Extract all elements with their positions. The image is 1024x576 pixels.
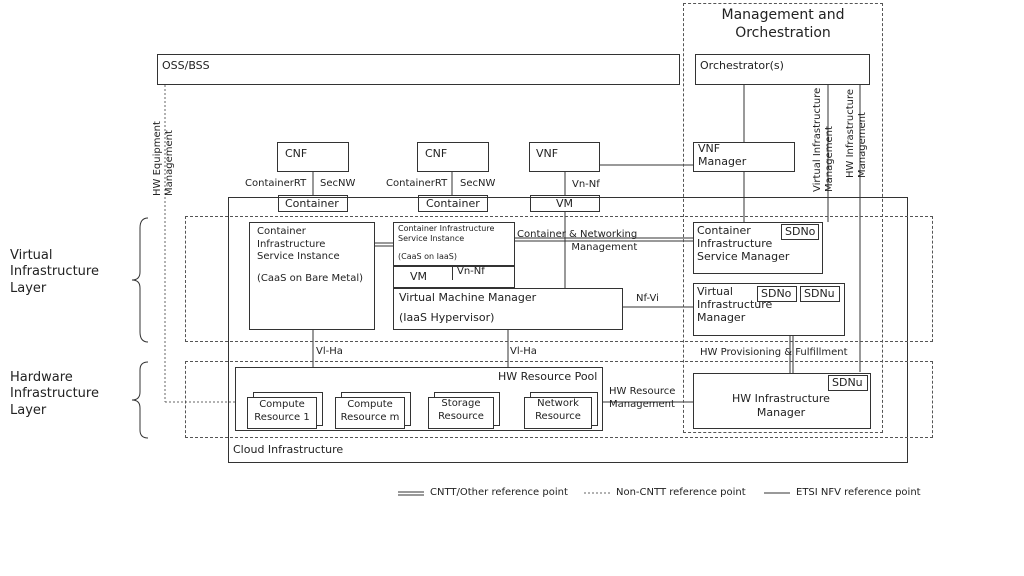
cis-iaas-box <box>393 222 515 266</box>
container-2-label: Container <box>426 197 480 210</box>
compute-1-label: Compute Resource 1 <box>254 399 310 423</box>
compute-m-label: Compute Resource m <box>340 399 400 423</box>
hw-equipment-mgmt-label: HW Equipment Management <box>152 121 175 196</box>
hw-provisioning-label: HW Provisioning & Fulfillment <box>700 347 848 358</box>
cis-manager-sdno-badge <box>781 224 819 240</box>
hw-resource-mgmt-label: HW Resource Management <box>609 386 676 410</box>
container-1-box <box>278 195 348 212</box>
hardware-layer-region <box>185 361 933 438</box>
vnf-box <box>529 142 600 172</box>
cis-manager-sdno-label: SDNo <box>785 225 816 238</box>
vnf-manager-box <box>693 142 795 172</box>
vim-sdno-label: SDNo <box>761 287 792 300</box>
cnf-2-secnw: SecNW <box>460 178 496 189</box>
vmm-sub: (IaaS Hypervisor) <box>399 311 495 324</box>
compute-1-box <box>247 397 317 429</box>
virtual-layer-label: Virtual Infrastructure Layer <box>10 248 99 296</box>
nf-vi-label: Nf-Vi <box>636 293 659 304</box>
container-networking-mgmt-label: Container & Networking Management <box>517 229 638 253</box>
cloud-infrastructure-label: Cloud Infrastructure <box>233 443 344 456</box>
cis-iaas-sub: (CaaS on IaaS) <box>398 252 458 261</box>
mano-title: Management and Orchestration <box>721 7 845 41</box>
network-box <box>524 397 592 429</box>
vmm-title: Virtual Machine Manager <box>399 291 537 304</box>
cloud-infrastructure-box <box>228 197 908 463</box>
cnf-1-box <box>277 142 349 172</box>
container-2-box <box>418 195 488 212</box>
cis-bare-metal-title: Container Infrastructure Service Instanc… <box>257 226 340 262</box>
vi-mgmt-label: Virtual Infrastructure Management <box>812 87 835 192</box>
vmm-box <box>393 288 623 330</box>
vnf-label: VNF <box>536 147 559 160</box>
cnf-2-rt: ContainerRT <box>386 178 448 189</box>
vnf-vnnf: Vn-Nf <box>572 179 600 190</box>
cis-iaas-vm-label: VM <box>410 270 428 283</box>
network-label: Network Resource <box>535 398 581 422</box>
vnf-vm-box <box>530 195 600 212</box>
cis-iaas-vm-box <box>393 266 515 288</box>
hw-infra-manager-sdnu-label: SDNu <box>832 376 863 389</box>
cis-iaas-vm-divider <box>452 266 453 280</box>
container-1-label: Container <box>285 197 339 210</box>
cnf-2-box <box>417 142 489 172</box>
cis-iaas-title: Container Infrastructure Service Instanc… <box>398 224 495 243</box>
hw-infra-manager-title: HW Infrastructure Manager <box>732 392 830 419</box>
legend-etsi: ETSI NFV reference point <box>796 487 921 498</box>
hw-infra-manager-sdnu-badge <box>828 375 868 391</box>
cis-manager-title: Container Infrastructure Service Manager <box>697 224 790 264</box>
compute-m-box <box>335 397 405 429</box>
cis-iaas-vnnf-label: Vn-Nf <box>457 266 485 277</box>
vim-sdno-badge <box>757 286 797 302</box>
mano-region <box>683 3 883 433</box>
vnf-vm-label: VM <box>556 197 574 210</box>
virtual-layer-region <box>185 216 933 342</box>
oss-bss-box <box>157 54 680 85</box>
hardware-layer-label: Hardware Infrastructure Layer <box>10 370 99 418</box>
cnf-1-label: CNF <box>285 147 308 160</box>
legend-non-cntt: Non-CNTT reference point <box>616 487 746 498</box>
hwi-mgmt-label: HW Infrastructure Management <box>845 88 868 178</box>
orchestrator-label: Orchestrator(s) <box>700 59 784 72</box>
cis-bare-metal-sub: (CaaS on Bare Metal) <box>257 273 364 284</box>
cis-bare-metal-box <box>249 222 375 330</box>
storage-label: Storage Resource <box>438 398 484 422</box>
cnf-2-label: CNF <box>425 147 448 160</box>
storage-box <box>428 397 494 429</box>
vim-sdnu-label: SDNu <box>804 287 835 300</box>
hw-resource-pool-title: HW Resource Pool <box>498 370 598 383</box>
vl-ha-2-label: Vl-Ha <box>510 346 537 357</box>
vim-title: Virtual Infrastructure Manager <box>697 285 773 325</box>
oss-bss-label: OSS/BSS <box>162 59 210 72</box>
vnf-manager-label: VNF Manager <box>698 142 747 168</box>
vim-sdnu-badge <box>800 286 840 302</box>
cnf-1-secnw: SecNW <box>320 178 356 189</box>
legend-cntt: CNTT/Other reference point <box>430 487 568 498</box>
vl-ha-1-label: Vl-Ha <box>316 346 343 357</box>
orchestrator-box <box>695 54 870 85</box>
cis-manager-box <box>693 222 823 274</box>
cnf-1-rt: ContainerRT <box>245 178 307 189</box>
